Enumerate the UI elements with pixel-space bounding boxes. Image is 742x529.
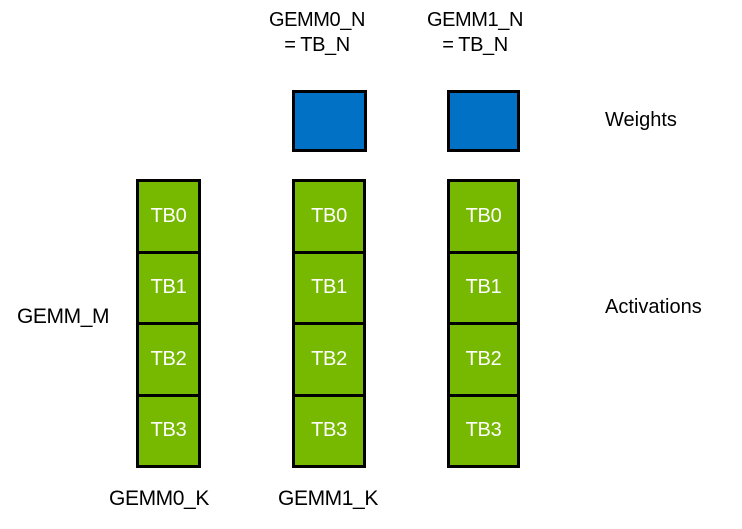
tb-block-label: TB2 [465, 347, 502, 370]
weights-label: Weights [605, 109, 677, 131]
label-gemm1-n: GEMM1_N = TB_N [400, 8, 550, 58]
activations-column-1: TB0 TB1 TB2 TB3 [292, 179, 366, 468]
tb-block: TB3 [295, 393, 363, 466]
tb-block-label: TB1 [465, 276, 502, 299]
tb-block: TB2 [295, 322, 363, 394]
tb-block-label: TB3 [150, 419, 187, 442]
activations-column-0: TB0 TB1 TB2 TB3 [136, 179, 201, 468]
tb-block-label: TB2 [150, 347, 187, 370]
tb-block: TB1 [139, 250, 198, 323]
label-gemm1-n-line2: = TB_N [442, 34, 508, 56]
tb-block: TB2 [139, 322, 198, 394]
tb-block: TB3 [139, 393, 198, 466]
tb-block-label: TB1 [150, 276, 187, 299]
label-gemm-m: GEMM_M [17, 305, 110, 328]
weights-block-gemm0 [292, 90, 367, 152]
tb-block: TB0 [450, 182, 517, 251]
tb-block: TB2 [450, 322, 517, 394]
tb-block: TB1 [295, 250, 363, 323]
tb-block: TB0 [139, 182, 198, 251]
tb-block-label: TB0 [150, 204, 187, 227]
tb-block: TB3 [450, 393, 517, 466]
label-gemm0-n: GEMM0_N = TB_N [242, 8, 392, 58]
weights-block-gemm1 [447, 90, 520, 152]
tb-block: TB1 [450, 250, 517, 323]
tb-block-label: TB0 [311, 204, 347, 227]
label-gemm1-n-line1: GEMM1_N [426, 9, 524, 31]
activations-column-2: TB0 TB1 TB2 TB3 [447, 179, 520, 468]
tb-block: TB0 [295, 182, 363, 251]
label-gemm0-k: GEMM0_K [109, 487, 209, 510]
tb-block-label: TB1 [311, 276, 347, 299]
tb-block-label: TB3 [311, 419, 347, 442]
activations-label: Activations [605, 296, 702, 318]
label-gemm0-n-line1: GEMM0_N [268, 9, 366, 31]
tb-block-label: TB2 [311, 347, 347, 370]
label-gemm0-n-line2: = TB_N [284, 34, 350, 56]
tb-block-label: TB0 [465, 204, 502, 227]
label-gemm1-k: GEMM1_K [278, 487, 378, 510]
tb-block-label: TB3 [465, 419, 502, 442]
